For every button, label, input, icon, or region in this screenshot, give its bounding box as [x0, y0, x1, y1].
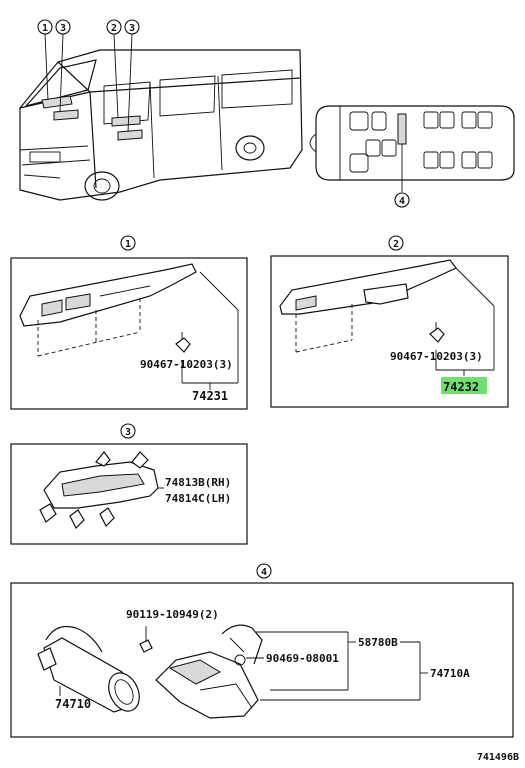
svg-text:3: 3 [129, 23, 135, 34]
fire-extinguisher [37, 625, 140, 713]
svg-text:2: 2 [393, 239, 399, 250]
panel-1-callout: 1 [120, 235, 136, 251]
panel-4-callout: 4 [256, 563, 272, 579]
panel-1-fastener-label: 90467-10203(3) [140, 358, 233, 371]
svg-text:3: 3 [60, 23, 66, 34]
top-view-callout-4: 4 [394, 192, 410, 208]
bolt-label: 90119-10949(2) [126, 608, 219, 621]
panel-3-callout: 3 [120, 423, 136, 439]
extinguisher-part-label: 74710 [55, 697, 91, 711]
svg-text:4: 4 [399, 196, 405, 207]
panel-2-part-highlight [441, 377, 487, 394]
panel-3-handle [39, 451, 164, 530]
panel-2-frame [270, 255, 509, 408]
panel-2-callout: 2 [388, 235, 404, 251]
assembly-label: 74710A [430, 667, 470, 680]
panel-2-part-label[interactable]: 74232 [443, 380, 479, 394]
svg-text:1: 1 [125, 239, 131, 250]
panel-1-armrest [19, 263, 239, 390]
panel-3-frame [10, 443, 248, 545]
panel-2-fastener-label: 90467-10203(3) [390, 350, 483, 363]
panel-3-lh-label: 74814C(LH) [165, 492, 231, 505]
panel-1-frame [10, 257, 248, 410]
bracket-label: 58780B [358, 636, 398, 649]
svg-text:2: 2 [111, 23, 117, 34]
diagram-code: 741496B [477, 752, 519, 763]
extinguisher-bracket [139, 624, 263, 719]
van-callout-3b: 3 [124, 19, 140, 35]
clip-label: 90469-08001 [266, 652, 339, 665]
panel-1-part-label: 74231 [192, 389, 228, 403]
svg-text:4: 4 [261, 567, 267, 578]
van-callout-2: 2 [106, 19, 122, 35]
panel-3-rh-label: 74813B(RH) [165, 476, 231, 489]
panel-2-armrest [279, 259, 495, 376]
top-view-seating [309, 105, 515, 192]
van-callout-3a: 3 [55, 19, 71, 35]
van-callout-1: 1 [37, 19, 53, 35]
panel-4-frame [10, 582, 514, 738]
svg-text:1: 1 [42, 23, 48, 34]
van-illustration [19, 33, 303, 201]
panel-4-leaders [246, 631, 428, 701]
svg-text:3: 3 [125, 427, 131, 438]
